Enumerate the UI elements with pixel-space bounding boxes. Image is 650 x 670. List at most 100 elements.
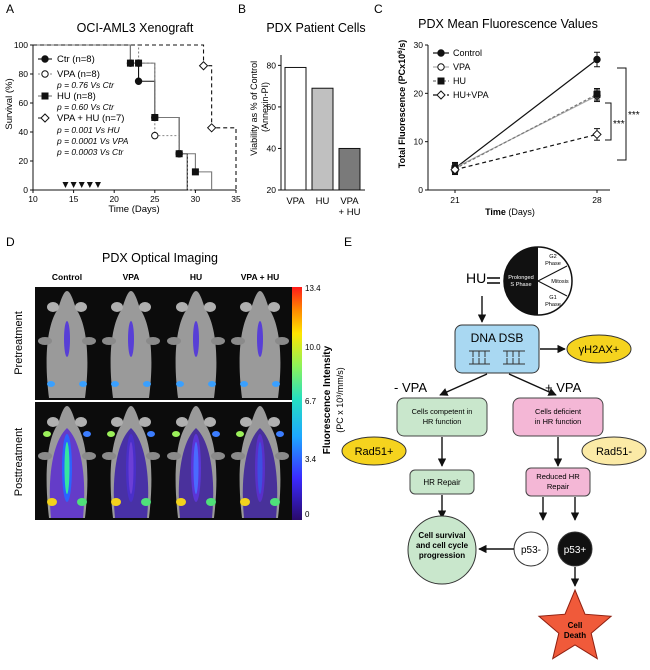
signal-hotspot xyxy=(141,498,151,506)
signal-hotspot xyxy=(147,431,155,437)
signal-spot xyxy=(176,381,184,387)
panel-a: A OCI-AML3 Xenograft Survival (%) Time (… xyxy=(4,2,241,215)
b-bar xyxy=(311,87,334,191)
panel-letter-d: D xyxy=(6,235,15,249)
h2ax-badge xyxy=(566,334,632,364)
signal-spot xyxy=(47,381,55,387)
a-legend-marker xyxy=(41,92,49,100)
column-label: VPA + HU xyxy=(241,272,280,282)
mouse-image xyxy=(167,406,225,518)
treatment-arrow xyxy=(78,182,85,188)
signal-hotspot xyxy=(77,498,87,506)
rad51-positive-label: Rad51+ xyxy=(355,446,394,458)
a-legend-marker xyxy=(41,55,49,63)
c-xtick-label: 28 xyxy=(592,195,602,205)
c-legend-marker xyxy=(436,90,446,100)
rad51-negative-label: Rad51- xyxy=(596,446,632,458)
signal-hotspot xyxy=(47,498,57,506)
c-legend-marker xyxy=(437,63,445,71)
signal-hotspot xyxy=(240,498,250,506)
p53-positive-label: p53+ xyxy=(564,545,587,556)
rad51-negative-badge xyxy=(581,436,647,466)
mouse-paw xyxy=(275,452,289,460)
panel-a-ylabel: Survival (%) xyxy=(4,78,15,129)
mouse-ear xyxy=(176,302,188,312)
a-ytick-label: 40 xyxy=(19,127,29,137)
c-series-marker xyxy=(592,129,602,140)
significance-stars-outer: *** xyxy=(628,110,640,121)
b-bar xyxy=(338,147,361,191)
a-legend-label: VPA (n=8) xyxy=(57,69,100,80)
mouse-paw xyxy=(102,337,116,345)
panel-d-title: PDX Optical Imaging xyxy=(102,251,218,265)
c-ytick-label: 20 xyxy=(414,88,424,98)
reduced-hr-box xyxy=(525,467,591,497)
a-series-marker xyxy=(135,59,143,67)
mouse-paw xyxy=(146,452,160,460)
signal-hotspot xyxy=(107,431,115,437)
significance-stars-inner: *** xyxy=(613,119,625,130)
colorbar-tick-label: 13.4 xyxy=(305,284,321,293)
plus-vpa-label: + VPA xyxy=(545,380,582,395)
a-pvalue: p = 0.001 Vs HU xyxy=(56,125,120,135)
signal-hotspot xyxy=(236,431,244,437)
signal-hotspot xyxy=(83,431,91,437)
colorbar-label: Fluorescence Intensity xyxy=(322,345,333,454)
minus-vpa-label: - VPA xyxy=(394,380,427,395)
signal-hotspot xyxy=(212,431,220,437)
colorbar-tick-label: 6.7 xyxy=(305,397,317,406)
a-xtick-label: 35 xyxy=(231,194,241,204)
signal-spine xyxy=(257,321,263,357)
a-series-marker xyxy=(151,131,159,140)
mouse-ear xyxy=(240,302,252,312)
signal-spine xyxy=(193,321,199,357)
a-xtick-label: 15 xyxy=(69,194,79,204)
mouse-ear xyxy=(240,417,252,427)
competent-box xyxy=(396,397,488,437)
h2ax-label: γH2AX+ xyxy=(579,344,620,356)
a-legend-marker xyxy=(41,70,49,78)
mouse-paw xyxy=(38,452,52,460)
c-legend-label: Control xyxy=(453,48,482,58)
c-series-marker xyxy=(593,90,601,98)
panel-b-ylabel-line2: (Annexin-PI) xyxy=(260,82,270,132)
a-legend-label: VPA + HU (n=7) xyxy=(57,113,124,124)
a-legend-label: HU (n=8) xyxy=(57,91,96,102)
mouse-image xyxy=(38,406,96,518)
mouse-image xyxy=(167,291,225,398)
c-ytick-label: 0 xyxy=(418,185,423,195)
column-label: HU xyxy=(190,272,202,282)
signal-hotspot xyxy=(43,431,51,437)
a-xtick-label: 10 xyxy=(28,194,38,204)
significance-bracket-inner xyxy=(605,102,612,141)
mouse-image xyxy=(231,406,289,518)
cycle-mitosis-label: Mitosis xyxy=(551,279,569,285)
mouse-ear xyxy=(111,417,123,427)
c-ytick-label: 30 xyxy=(414,40,424,50)
dna-dsb-strands xyxy=(469,350,525,365)
panel-a-title: OCI-AML3 Xenograft xyxy=(77,21,194,35)
a-series-marker xyxy=(191,168,199,176)
a-pvalue: p = 0.0003 Vs Ctr xyxy=(56,147,125,157)
mouse-paw xyxy=(82,452,96,460)
mouse-ear xyxy=(268,417,280,427)
b-category-label: + HU xyxy=(339,207,361,218)
colorbar-tick-label: 0 xyxy=(305,510,310,519)
panel-b-ylabel: Viability as % of Control (Annexin-PI) xyxy=(249,58,270,155)
a-xtick-label: 20 xyxy=(109,194,119,204)
colorbar-units: (PC x 10³/mm/s) xyxy=(335,367,345,433)
signal-hotspot xyxy=(276,431,284,437)
panel-c: C PDX Mean Fluorescence Values Total Flu… xyxy=(374,2,640,217)
mouse-paw xyxy=(231,337,245,345)
mouse-paw xyxy=(146,337,160,345)
b-ytick-label: 40 xyxy=(267,143,277,153)
a-series-marker xyxy=(175,150,183,158)
mouse-ear xyxy=(139,417,151,427)
mouse-ear xyxy=(75,302,87,312)
b-ytick-label: 60 xyxy=(267,102,277,112)
a-series-marker xyxy=(126,59,134,67)
mouse-image xyxy=(231,291,289,398)
signal-hotspot xyxy=(176,498,186,506)
